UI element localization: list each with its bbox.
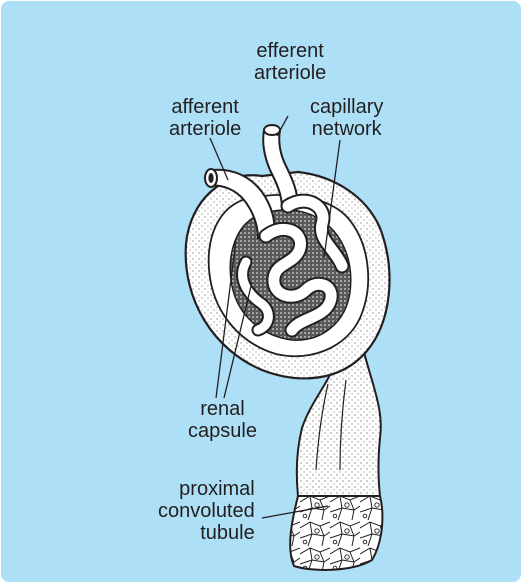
proximal-tubule-shape [290, 487, 382, 570]
label-proximal-convoluted-tubule: proximal convoluted tubule [158, 478, 255, 544]
efferent-arteriole-opening [264, 125, 280, 135]
label-capillary-network: capillary network [310, 96, 383, 140]
label-afferent-arteriole: afferent arteriole [169, 96, 241, 140]
label-efferent-arteriole: efferent arteriole [254, 40, 326, 84]
label-renal-capsule: renal capsule [188, 398, 257, 442]
